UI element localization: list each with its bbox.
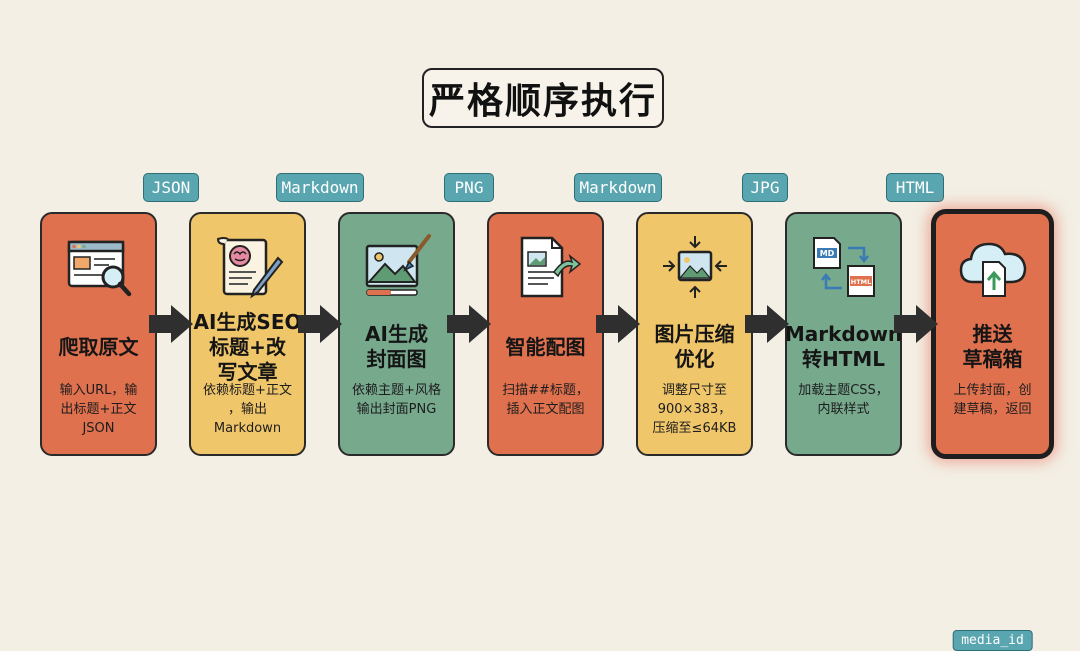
flow-arrow (596, 305, 640, 343)
image-compress-icon (659, 232, 731, 302)
flow-arrow (447, 305, 491, 343)
cloud-upload-document-icon (957, 232, 1029, 302)
step-name: 推送 草稿箱 (962, 322, 1023, 371)
diagram-title: 严格顺序执行 (422, 68, 664, 128)
step-card-crawl: 爬取原文 输入URL，输 出标题+正文 JSON (40, 212, 157, 456)
svg-text:MD: MD (819, 249, 834, 258)
step-card-smart-images: 智能配图 扫描##标题， 插入正文配图 (487, 212, 604, 456)
step-description: 调整尺寸至 900×383， 压缩至≤64KB (652, 383, 737, 436)
step-card-push-draft: 推送 草稿箱 上传封面，创 建草稿，返回 media_id (934, 212, 1051, 651)
step-name: 智能配图 (505, 334, 586, 359)
document-image-arrow-icon (510, 232, 582, 302)
format-tag-jpg: JPG (742, 173, 788, 202)
flow-arrow (894, 305, 938, 343)
step-description: 输入URL，输 出标题+正文 JSON (59, 383, 138, 436)
step-name: AI生成 封面图 (365, 322, 428, 371)
format-tag-png: PNG (444, 173, 494, 202)
browser-search-icon (63, 232, 135, 302)
flow-arrow (298, 305, 342, 343)
step-card-ai-seo: AI生成SEO 标题+改 写文章 依赖标题+正文 ，输出 Markdown (189, 212, 306, 456)
step-description: 依赖标题+正文 ，输出 Markdown (203, 383, 292, 436)
landscape-paintbrush-icon (361, 232, 433, 302)
step-description: 依赖主题+风格 输出封面PNG (352, 383, 441, 417)
media-id-badge: media_id (952, 630, 1033, 651)
step-card-compress: 图片压缩 优化 调整尺寸至 900×383， 压缩至≤64KB (636, 212, 753, 456)
step-name: 爬取原文 (58, 334, 139, 359)
step-name: 图片压缩 优化 (654, 322, 735, 371)
step-description: 加载主题CSS， 内联样式 (798, 383, 889, 417)
step-name: Markdown 转HTML (784, 322, 903, 371)
format-tag-json: JSON (143, 173, 199, 202)
markdown-html-convert-icon: MD HTML (808, 232, 880, 302)
step-card-cover: AI生成 封面图 依赖主题+风格 输出封面PNG (338, 212, 455, 456)
step-description: 上传封面，创 建草稿，返回 (953, 383, 1032, 417)
format-tag-markdown-1: Markdown (276, 173, 364, 202)
step-card-md-to-html: MD HTML Markdown 转HTML 加载主题CSS， 内联样式 (785, 212, 902, 456)
step-description: 扫描##标题， 插入正文配图 (502, 383, 589, 417)
format-tag-markdown-2: Markdown (574, 173, 662, 202)
brain-scroll-quill-icon (212, 232, 284, 302)
flow-arrow (149, 305, 193, 343)
svg-text:HTML: HTML (850, 278, 870, 286)
format-tag-html: HTML (886, 173, 944, 202)
step-name: AI生成SEO 标题+改 写文章 (193, 309, 302, 384)
flow-arrow (745, 305, 789, 343)
